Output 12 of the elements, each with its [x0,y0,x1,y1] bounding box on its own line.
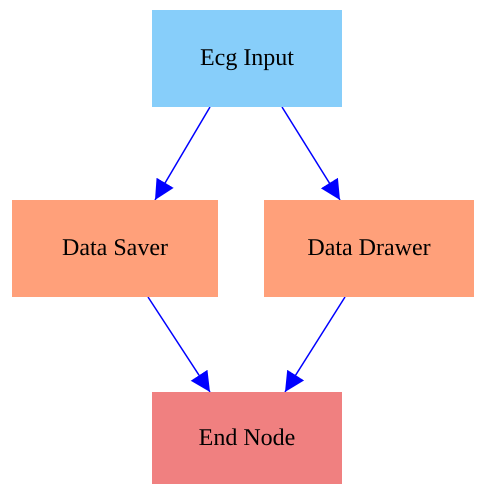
node-label: Data Saver [62,235,168,262]
process-box [12,200,218,297]
process-box [264,200,474,297]
arrow [284,296,346,392]
arrow [147,296,211,392]
node-label: Ecg Input [200,45,294,72]
arrow [281,106,341,200]
node-label: Data Drawer [307,235,431,262]
process-box [152,392,342,484]
arrow [154,106,211,200]
node-label: End Node [198,424,296,452]
process-box [152,10,342,107]
